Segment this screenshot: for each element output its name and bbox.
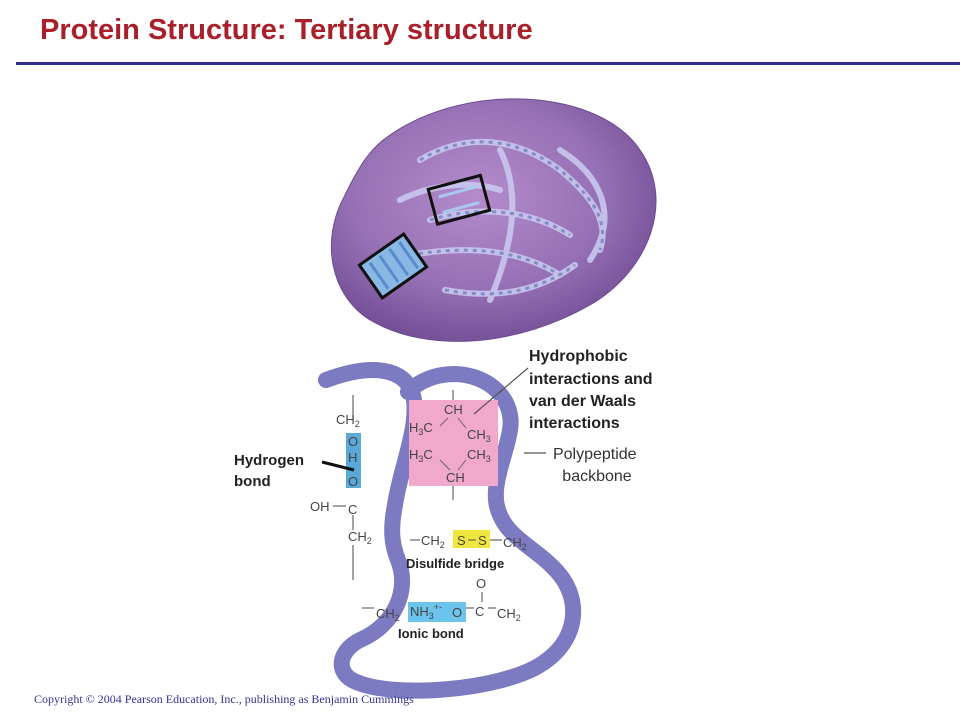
title-divider bbox=[16, 62, 960, 65]
hp-ch-bottom: CH bbox=[446, 470, 465, 485]
ds-s-left: S bbox=[457, 533, 466, 548]
page-title: Protein Structure: Tertiary structure bbox=[40, 14, 533, 46]
hp-ch3-bottom: CH3 bbox=[467, 447, 491, 464]
ds-s-right: S bbox=[478, 533, 487, 548]
hb-o-bottom: O bbox=[348, 474, 358, 489]
hydrogen-bond-group: CH2 O H O C OH CH2 Hydrogen bond bbox=[234, 412, 372, 546]
hb-oh: OH bbox=[310, 499, 330, 514]
ionic-ch2-right: CH2 bbox=[497, 606, 521, 623]
ionic-nh3: NH3+- bbox=[410, 602, 442, 621]
hb-c: C bbox=[348, 502, 357, 517]
polypeptide-label: Polypeptide backbone bbox=[553, 446, 641, 485]
ionic-bond-label: Ionic bond bbox=[398, 626, 464, 641]
ionic-c: C bbox=[475, 604, 484, 619]
folded-protein-illustration bbox=[330, 98, 657, 342]
hp-h3c-top: H3C bbox=[409, 420, 433, 437]
hp-h3c-bottom: H3C bbox=[409, 447, 433, 464]
ionic-o-minus: O bbox=[452, 605, 462, 620]
ionic-bond-group: CH2 NH3+- O O C CH2 Ionic bond bbox=[376, 576, 521, 641]
ionic-ch2-left: CH2 bbox=[376, 606, 400, 623]
hp-ch3-top: CH3 bbox=[467, 427, 491, 444]
polypeptide-backbone bbox=[318, 362, 581, 699]
ds-ch2-right: CH2 bbox=[503, 535, 527, 552]
hydrophobic-group: CH H3C CH3 H3C CH3 CH Hydrophobic intera… bbox=[409, 348, 657, 486]
disulfide-bridge-group: CH2 S S CH2 Disulfide bridge bbox=[406, 530, 527, 571]
ionic-o-top: O bbox=[476, 576, 486, 591]
hb-o-top: O bbox=[348, 434, 358, 449]
disulfide-bridge-label: Disulfide bridge bbox=[406, 556, 504, 571]
hydrophobic-label: Hydrophobic interactions and van der Waa… bbox=[529, 348, 657, 432]
hydrogen-bond-label: Hydrogen bond bbox=[234, 452, 308, 490]
copyright-notice: Copyright © 2004 Pearson Education, Inc.… bbox=[34, 692, 414, 706]
hb-ch2: CH2 bbox=[336, 412, 360, 429]
hb-ch2-lower: CH2 bbox=[348, 529, 372, 546]
polypeptide-label-group: Polypeptide backbone bbox=[524, 446, 641, 485]
hb-h: H bbox=[348, 450, 357, 465]
ds-ch2-left: CH2 bbox=[421, 533, 445, 550]
hp-ch-top: CH bbox=[444, 402, 463, 417]
